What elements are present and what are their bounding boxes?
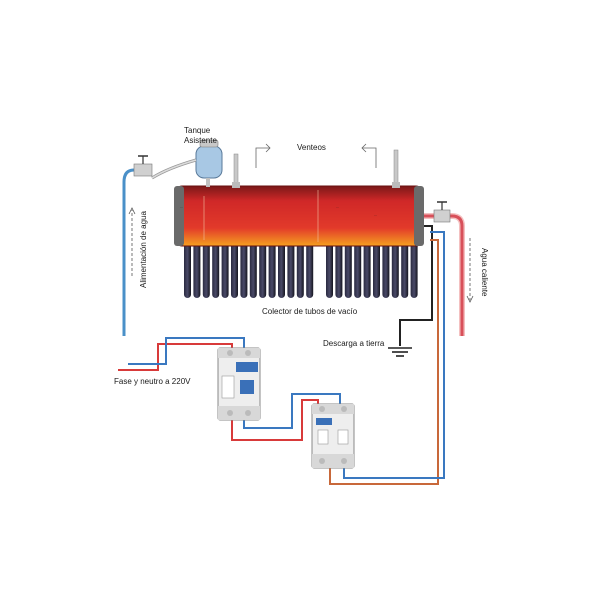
vacuum-tube: [249, 236, 257, 298]
vacuum-tube: [240, 236, 248, 298]
vent-pipes: [232, 149, 400, 188]
svg-text:...: ...: [374, 212, 377, 217]
vacuum-tube: [212, 236, 220, 298]
ground-symbol-icon: [388, 347, 412, 357]
valve-icon[interactable]: [133, 155, 153, 177]
breaker-icon[interactable]: [217, 347, 261, 421]
vacuum-tube: [373, 236, 380, 298]
phase-wire-mid: [231, 399, 319, 441]
vacuum-tube: [401, 236, 409, 298]
vacuum-tube: [382, 236, 390, 298]
collector-label: Colector de tubos de vacío: [262, 307, 358, 316]
vacuum-tube: [410, 236, 418, 298]
vacuum-tube: [278, 236, 285, 298]
neutral-wire-out: [343, 231, 445, 479]
ground-wire: [399, 225, 433, 346]
tank-assistant-label-line1: Tanque: [184, 126, 211, 135]
vacuum-tube: [391, 236, 399, 298]
vacuum-tube: [287, 236, 295, 298]
ground-label: Descarga a tierra: [323, 339, 385, 348]
hot-water-pipe: [424, 213, 474, 336]
vacuum-tube: [184, 236, 191, 298]
tank-assistant-label-line2: Asistente: [184, 136, 217, 145]
breaker-icon[interactable]: [311, 403, 355, 469]
vacuum-tube: [268, 236, 276, 298]
svg-text:...: ...: [336, 204, 339, 209]
hot-water-label: Agua caliente: [480, 248, 489, 297]
vents-label: Venteos: [297, 143, 326, 152]
assistant-tank: [151, 139, 223, 187]
vent-arrows: [255, 143, 377, 168]
valve-icon[interactable]: [433, 201, 451, 223]
phase-wire-in: [118, 343, 233, 371]
vacuum-tube: [221, 236, 229, 298]
water-feed-label: Alimentación de agua: [139, 211, 148, 288]
vacuum-tube: [231, 236, 238, 298]
wiring: [118, 225, 445, 485]
vacuum-tube: [344, 236, 352, 298]
neutral-wire-in: [128, 337, 245, 365]
vacuum-tube: [326, 236, 333, 298]
vacuum-tube: [354, 236, 362, 298]
vacuum-tube: [202, 236, 210, 298]
vacuum-tube: [259, 236, 267, 298]
storage-tank: ... ... ...: [174, 185, 424, 247]
vacuum-tube: [193, 236, 201, 298]
vacuum-tube: [363, 236, 371, 298]
vacuum-tube: [296, 236, 304, 298]
vacuum-tube: [335, 236, 343, 298]
neutral-wire-mid: [243, 393, 341, 429]
phase-wire-out: [329, 239, 439, 485]
svg-text:...: ...: [180, 204, 183, 209]
power-label: Fase y neutro a 220V: [114, 377, 191, 386]
vacuum-tube: [306, 236, 314, 298]
